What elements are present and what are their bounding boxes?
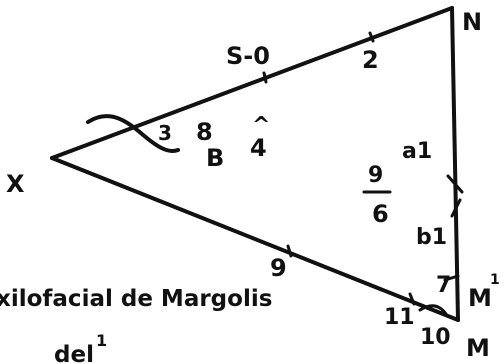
label-9: 9 — [270, 254, 287, 282]
vertex-label-x: X — [6, 170, 25, 198]
label-8: 8 — [196, 118, 213, 146]
label-a1: a1 — [402, 139, 432, 164]
label-frac-num: 9 — [368, 163, 383, 188]
label-3: 3 — [158, 121, 172, 145]
tick-s0 — [262, 71, 268, 84]
tick-a1 — [446, 174, 464, 194]
label-2: 2 — [362, 46, 379, 74]
label-10: 10 — [420, 325, 451, 350]
label-b1: b1 — [416, 225, 447, 250]
label-s0: S-0 — [226, 42, 270, 70]
caption-line-2-prefix: del — [54, 342, 94, 364]
vertex-label-n: N — [462, 8, 482, 36]
tick-9 — [286, 244, 293, 258]
caption-line-2-sup: 1 — [96, 331, 107, 350]
tick-2 — [368, 31, 375, 43]
tick-b1 — [450, 198, 462, 218]
curve-near-x — [86, 114, 180, 153]
vertex-label-m1: M — [468, 284, 492, 312]
label-4: 4 — [250, 134, 267, 162]
tick-11 — [408, 292, 416, 306]
vertex-label-m1-sup: 1 — [490, 272, 500, 288]
label-4-hat: ^ — [252, 113, 270, 138]
vertex-label-m: M — [466, 334, 490, 362]
label-frac-den: 6 — [372, 200, 389, 228]
label-b: B — [206, 144, 224, 172]
edge-x-n — [50, 6, 454, 160]
arc-near-m — [418, 304, 448, 316]
label-11: 11 — [384, 305, 415, 330]
edge-n-m — [450, 6, 460, 322]
label-7: 7 — [436, 273, 451, 298]
tick-7 — [443, 274, 460, 282]
caption-line-1: xilofacial de Margolis — [0, 286, 272, 312]
edge-x-m — [50, 156, 460, 322]
